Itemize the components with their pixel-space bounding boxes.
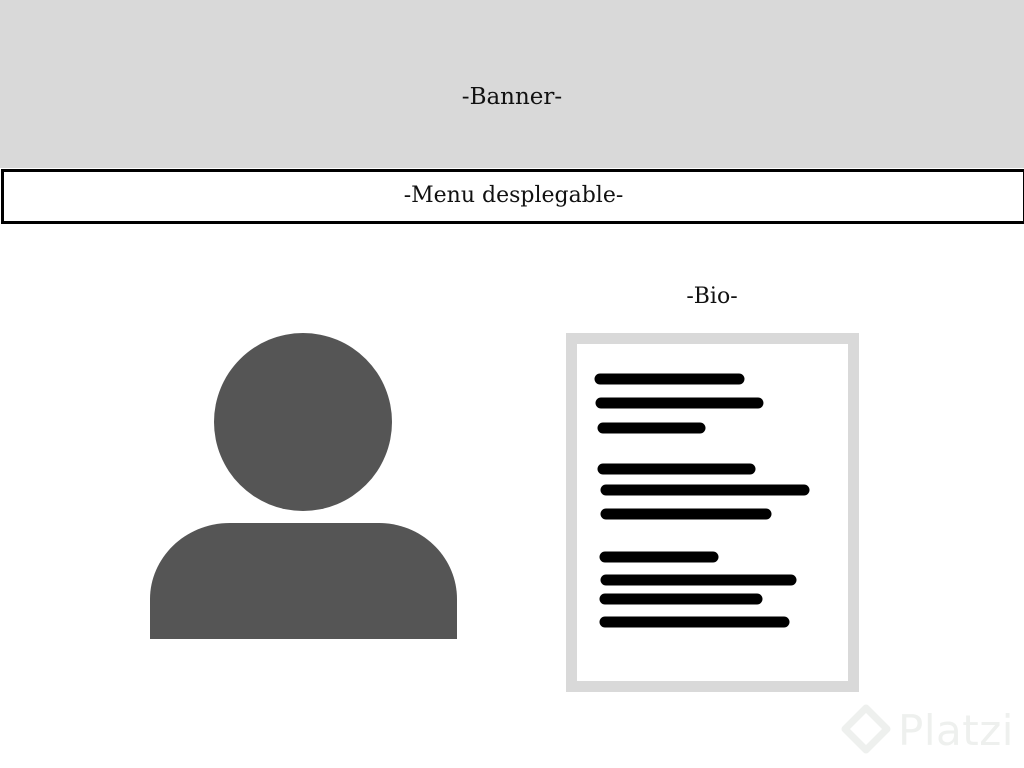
bio-title: -Bio- <box>686 284 738 309</box>
avatar-body <box>150 523 457 639</box>
user-silhouette-icon <box>150 333 457 639</box>
text-document-icon <box>566 333 859 692</box>
banner: -Banner- <box>0 0 1024 168</box>
platzi-logo-icon <box>841 704 891 754</box>
watermark-text: Platzi <box>898 706 1014 755</box>
banner-label: -Banner- <box>461 84 563 110</box>
avatar-head <box>214 333 392 511</box>
dropdown-menu-label: -Menu desplegable- <box>403 183 624 208</box>
dropdown-menu[interactable]: -Menu desplegable- <box>1 169 1024 224</box>
